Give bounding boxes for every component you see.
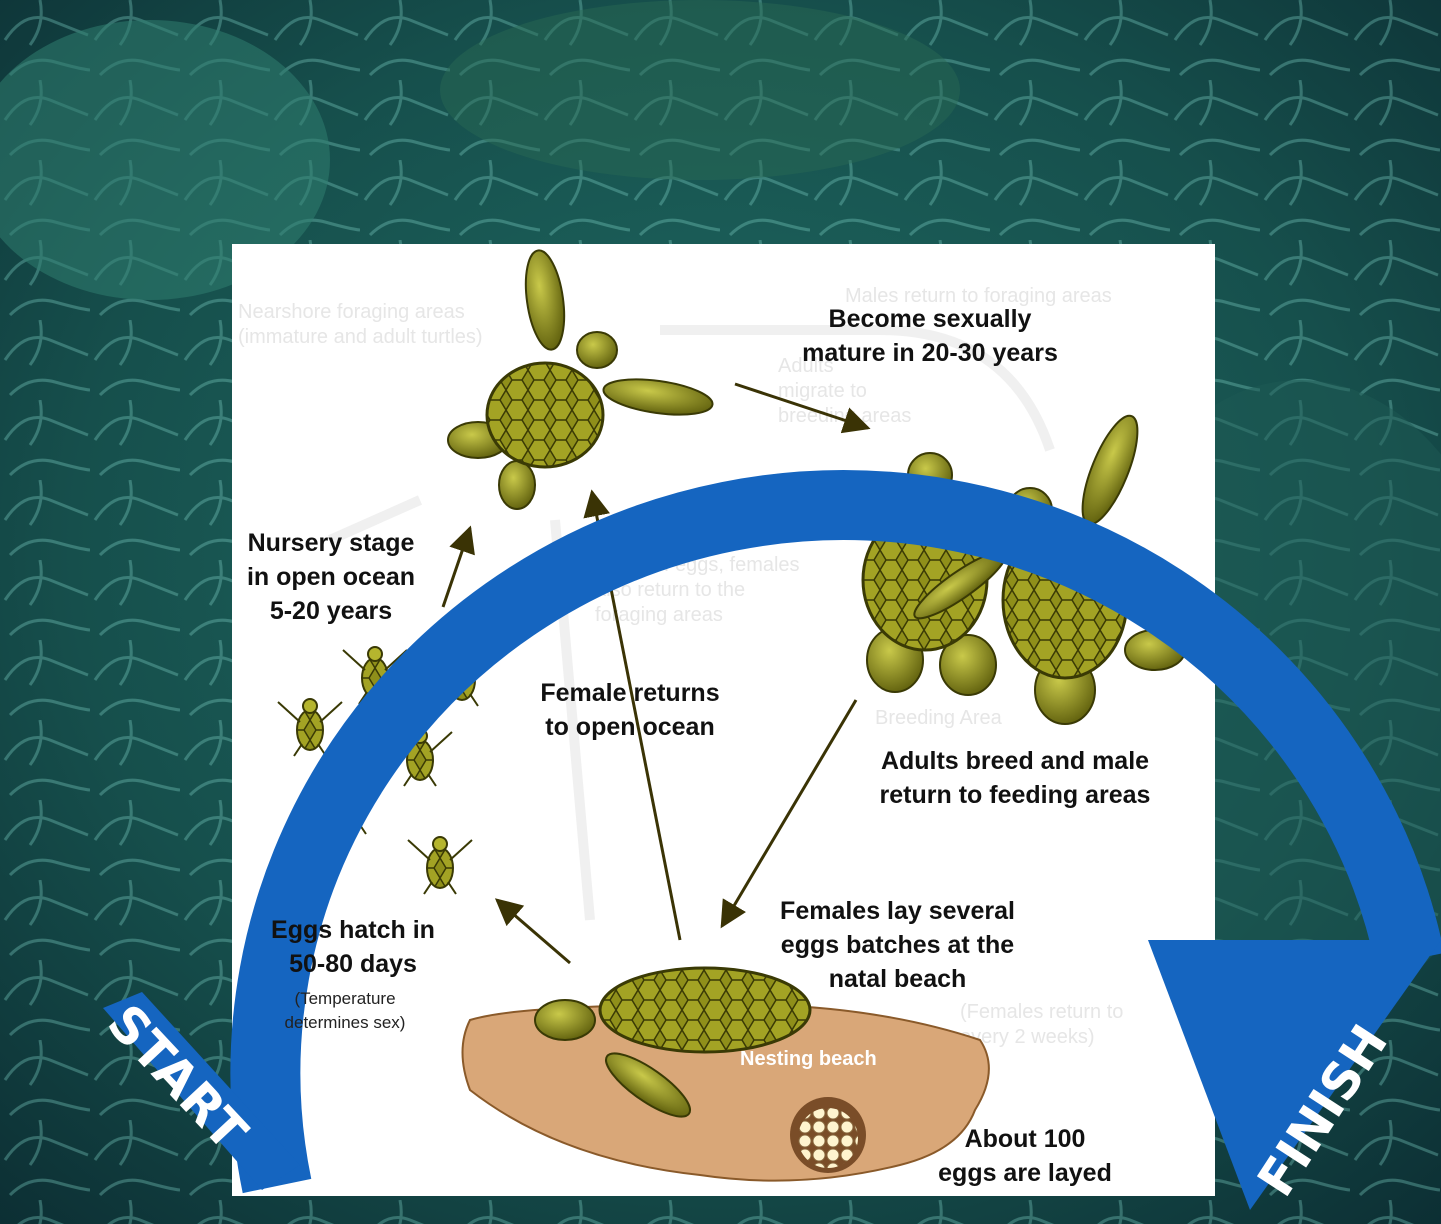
label-about-100: About 100 eggs are layed	[915, 1122, 1135, 1190]
label-temperature: (Temperature determines sex)	[255, 987, 435, 1035]
arrow-to-mature	[735, 384, 868, 428]
nesting-beach-icon	[463, 968, 989, 1181]
arrow-beach-to-hatch	[497, 900, 570, 963]
label-female-returns: Female returns to open ocean	[510, 676, 750, 744]
label-mature: Become sexually mature in 20-30 years	[760, 302, 1100, 370]
label-eggs-hatch: Eggs hatch in 50-80 days	[248, 913, 458, 981]
label-nesting-beach: Nesting beach	[740, 1048, 877, 1071]
arrow-nursery-up	[443, 528, 470, 607]
adult-turtle-icon	[448, 248, 715, 509]
label-nursery: Nursery stage in open ocean 5-20 years	[226, 526, 436, 628]
label-females-lay: Females lay several eggs batches at the …	[745, 894, 1050, 996]
label-adults-breed: Adults breed and male return to feeding …	[850, 744, 1180, 812]
